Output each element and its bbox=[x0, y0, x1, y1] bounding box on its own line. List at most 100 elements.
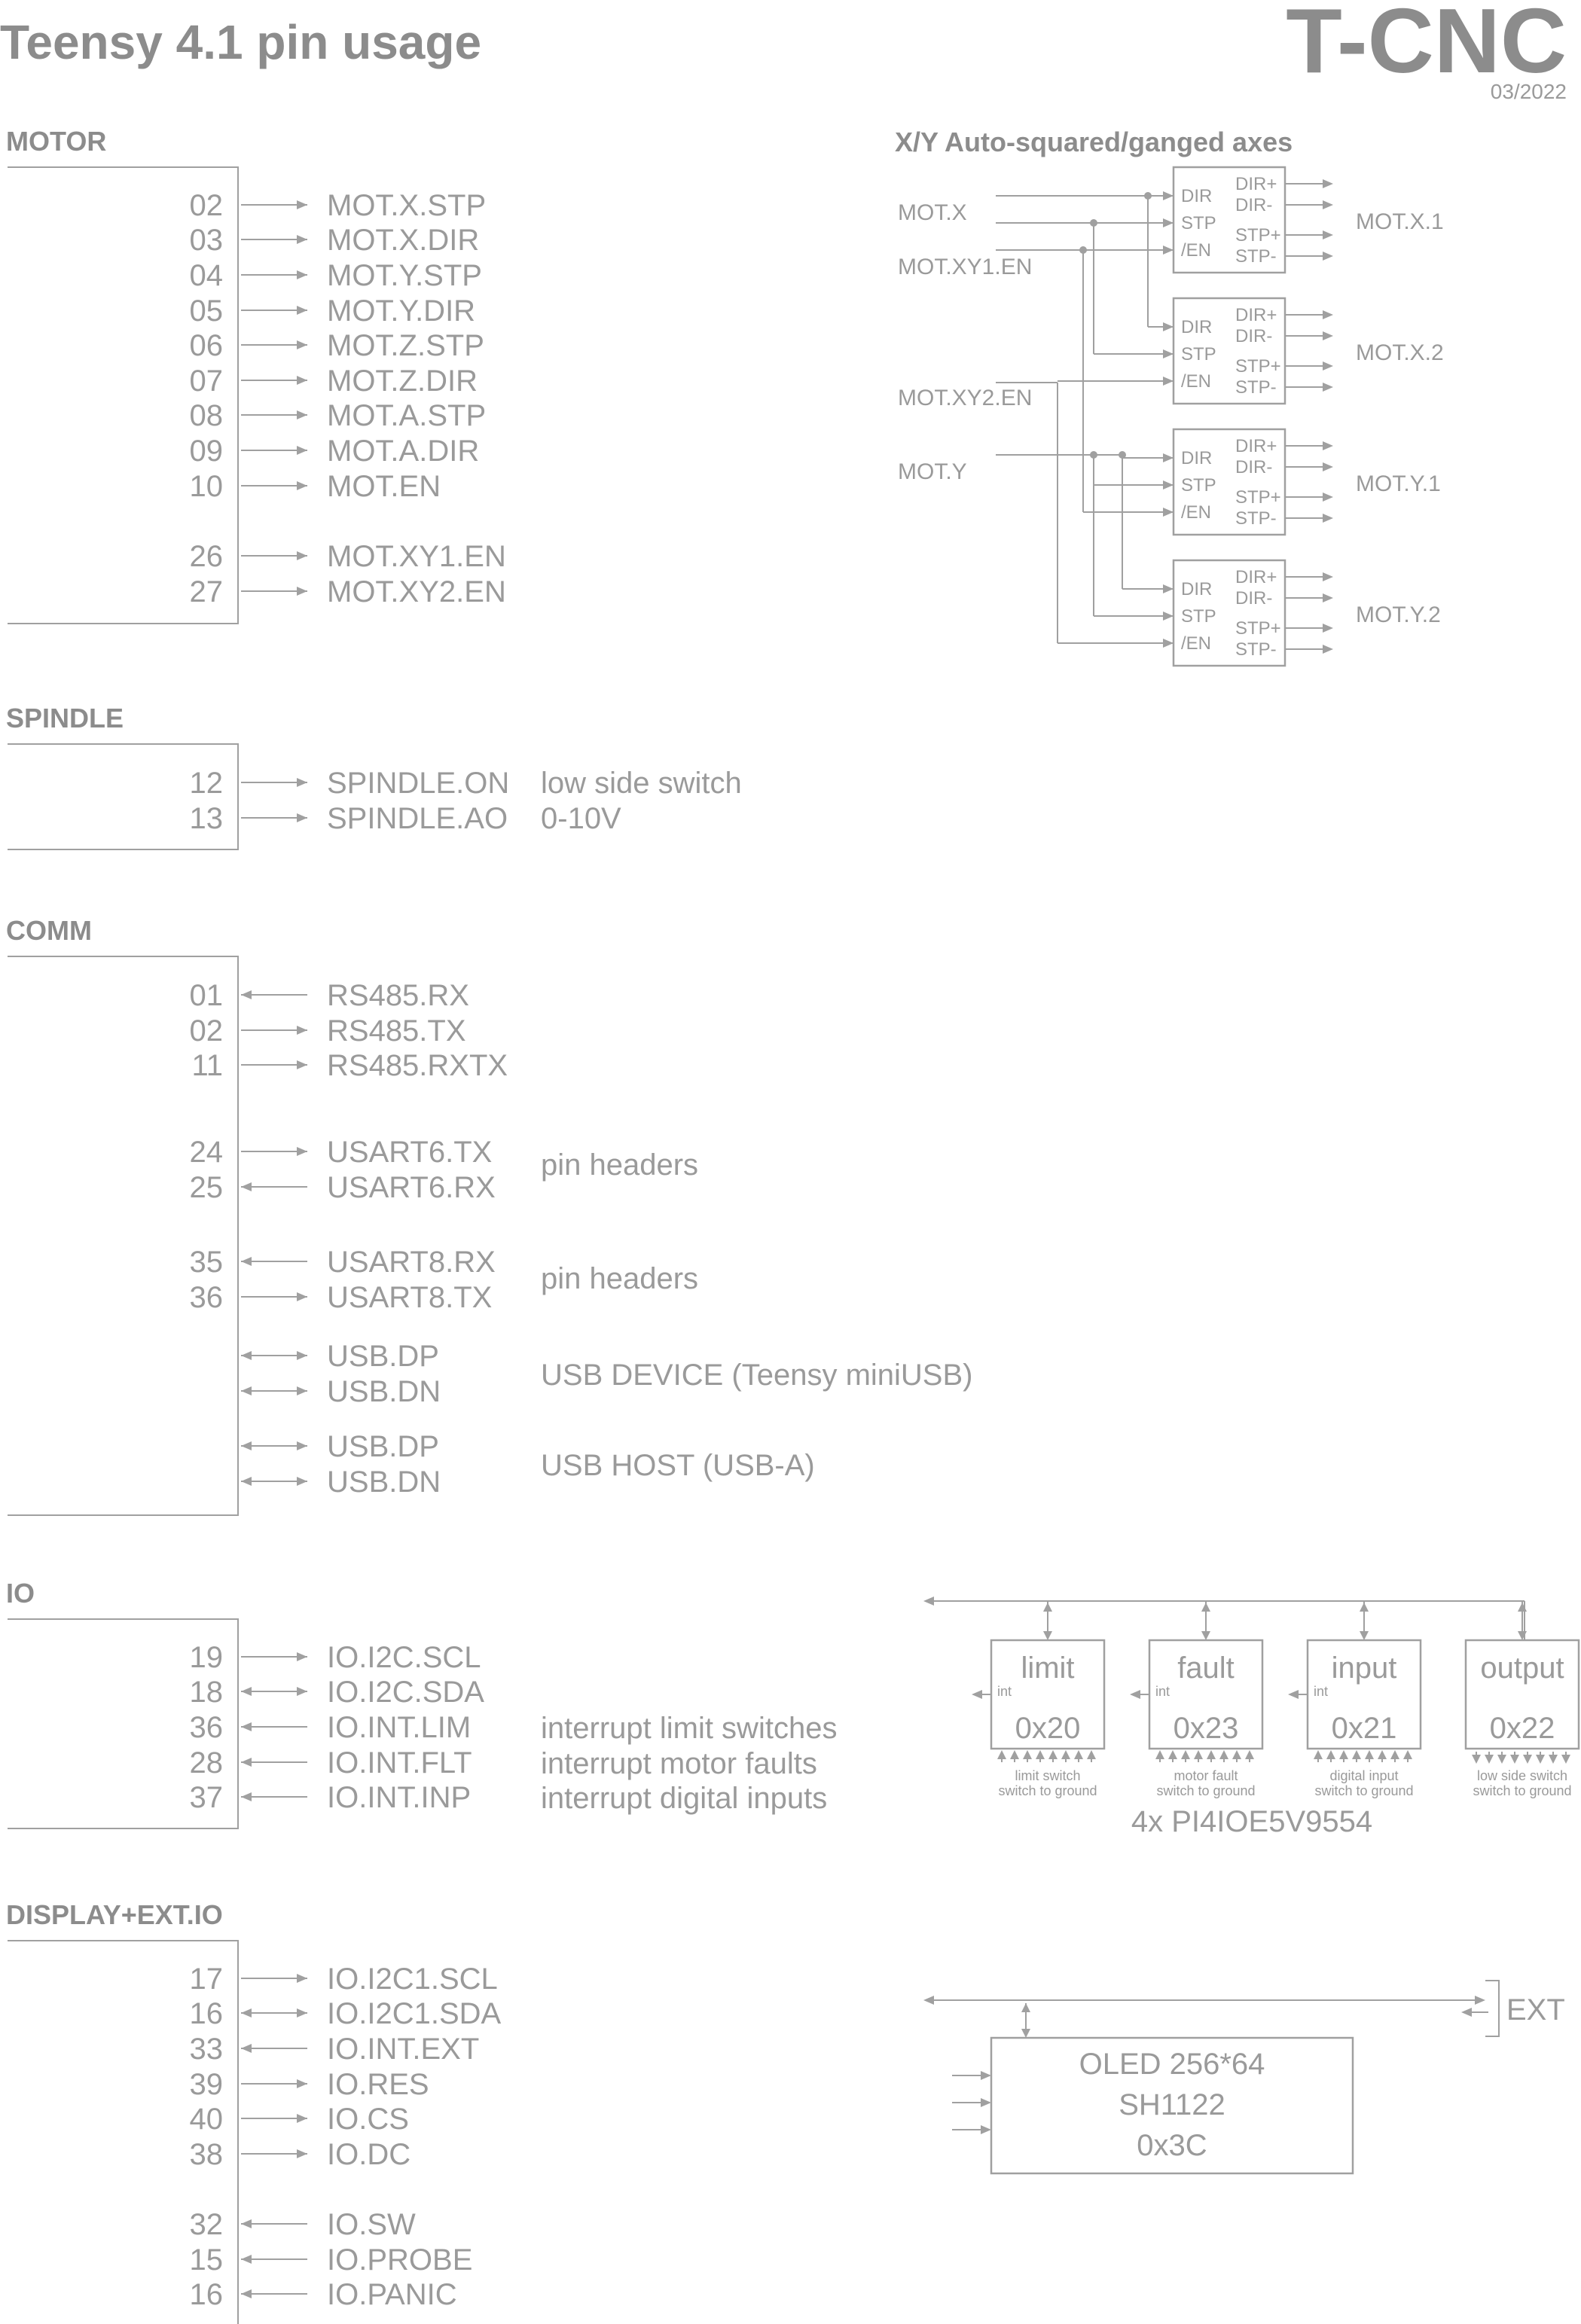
chip-description: switch to ground bbox=[1473, 1783, 1571, 1798]
xy-drivers: DIRSTP/ENDIR+DIR-STP+STP-MOT.X.1DIRSTP/E… bbox=[1058, 166, 1444, 667]
pin-number: 06 bbox=[190, 329, 224, 362]
arrow-left-icon bbox=[241, 1687, 252, 1696]
arrow-right-icon bbox=[297, 1386, 307, 1395]
xy-input-mot-x: MOT.X bbox=[898, 200, 967, 225]
arrow-up-icon bbox=[997, 1750, 1006, 1759]
pin-row: USB.DP bbox=[241, 1340, 439, 1373]
arrow-up-icon bbox=[1048, 1750, 1058, 1759]
section-notes: low side switch 0-10V pin headers pin he… bbox=[541, 767, 972, 1815]
pin-number: 11 bbox=[191, 1049, 223, 1082]
arrow-left-icon bbox=[923, 1996, 934, 2005]
arrow-up-icon bbox=[1010, 1750, 1019, 1759]
driver-input-label: STP bbox=[1181, 344, 1216, 364]
arrow-up-icon bbox=[1339, 1750, 1348, 1759]
signal-name: IO.INT.EXT bbox=[327, 2033, 479, 2066]
xy-input-mot-xy1-en: MOT.XY1.EN bbox=[898, 255, 1032, 279]
arrow-left-icon bbox=[241, 2008, 252, 2017]
arrow-up-icon bbox=[1036, 1750, 1045, 1759]
chip-description: switch to ground bbox=[1314, 1783, 1413, 1798]
oled-controller: SH1122 bbox=[1119, 2088, 1225, 2121]
driver-output-label: DIR- bbox=[1235, 588, 1272, 608]
arrow-up-icon bbox=[1326, 1750, 1335, 1759]
pin-number: 17 bbox=[190, 1963, 224, 1996]
driver-output-label: STP- bbox=[1235, 639, 1277, 660]
oled-display-box bbox=[990, 2036, 1354, 2175]
arrow-down-icon bbox=[1523, 1755, 1532, 1764]
driver-output-name: MOT.X.2 bbox=[1356, 340, 1444, 365]
arrow-left-icon bbox=[241, 2044, 252, 2053]
chip-int-label: int bbox=[1314, 1684, 1328, 1699]
signal-name: IO.DC bbox=[327, 2138, 411, 2171]
arrow-right-icon bbox=[297, 340, 307, 349]
arrow-right-icon bbox=[297, 1687, 307, 1696]
chip-address: 0x21 bbox=[1332, 1712, 1397, 1745]
arrow-up-icon bbox=[1021, 2003, 1030, 2012]
pin-number: 08 bbox=[190, 399, 224, 432]
signal-name: IO.I2C1.SCL bbox=[327, 1963, 498, 1996]
note-spindle-ao: 0-10V bbox=[541, 802, 621, 835]
chip-description: limit switch bbox=[1015, 1768, 1080, 1783]
signal-name: IO.PANIC bbox=[327, 2278, 457, 2311]
signal-name: USB.DP bbox=[327, 1430, 439, 1463]
ext-bracket bbox=[1485, 1980, 1500, 2037]
signal-name: IO.I2C.SDA bbox=[327, 1676, 484, 1709]
arrow-right-icon bbox=[1323, 514, 1333, 523]
arrow-right-icon bbox=[297, 270, 307, 279]
signal-name: MOT.X.STP bbox=[327, 189, 486, 222]
arrow-left-icon bbox=[241, 1351, 252, 1360]
arrow-right-icon bbox=[297, 1147, 307, 1156]
arrow-left-icon bbox=[1130, 1690, 1140, 1699]
arrow-left-icon bbox=[241, 1386, 252, 1395]
note-usb-device: USB DEVICE (Teensy miniUSB) bbox=[541, 1359, 972, 1392]
arrow-right-icon bbox=[297, 1477, 307, 1486]
arrow-down-icon bbox=[1561, 1755, 1570, 1764]
arrow-right-icon bbox=[1163, 218, 1174, 227]
arrow-right-icon bbox=[1323, 310, 1333, 319]
driver-box bbox=[1172, 297, 1286, 405]
arrow-down-icon bbox=[1201, 1631, 1210, 1640]
arrow-right-icon bbox=[1323, 230, 1333, 239]
signal-name: IO.INT.LIM bbox=[327, 1711, 471, 1744]
signal-name: IO.SW bbox=[327, 2208, 416, 2241]
spindle-board-outline bbox=[8, 743, 239, 850]
pin-number: 28 bbox=[190, 1746, 224, 1780]
arrow-up-icon bbox=[1352, 1750, 1361, 1759]
pin-number: 26 bbox=[190, 540, 224, 573]
driver-box bbox=[1172, 166, 1286, 274]
driver-input-label: /EN bbox=[1181, 633, 1211, 654]
date-label: 03/2022 bbox=[1491, 80, 1567, 103]
ext-label: EXT bbox=[1506, 1993, 1565, 2027]
xy-input-mot-y: MOT.Y bbox=[898, 459, 967, 484]
arrow-up-icon bbox=[1403, 1750, 1412, 1759]
pin-number: 16 bbox=[190, 2278, 224, 2311]
driver-output-label: DIR+ bbox=[1235, 305, 1277, 325]
arrow-left-icon bbox=[1288, 1690, 1299, 1699]
driver-output-label: STP- bbox=[1235, 508, 1277, 529]
pin-row: 16 IO.PANIC bbox=[190, 2278, 457, 2311]
pin-number: 02 bbox=[190, 1014, 224, 1048]
driver-input-label: STP bbox=[1181, 475, 1216, 496]
pin-number: 32 bbox=[190, 2208, 224, 2241]
arrow-right-icon bbox=[297, 306, 307, 315]
signal-name: RS485.RXTX bbox=[327, 1049, 508, 1082]
oled-block: OLED 256*64 SH1122 0x3C EXT bbox=[923, 1980, 1565, 2175]
driver-output-label: STP+ bbox=[1235, 356, 1281, 377]
signal-name: MOT.EN bbox=[327, 470, 441, 503]
note-usb-host: USB HOST (USB-A) bbox=[541, 1449, 815, 1482]
chip-description: low side switch bbox=[1477, 1768, 1567, 1783]
pin-number: 01 bbox=[190, 979, 224, 1012]
arrow-up-icon bbox=[1194, 1750, 1203, 1759]
note-int-inp: interrupt digital inputs bbox=[541, 1782, 827, 1815]
